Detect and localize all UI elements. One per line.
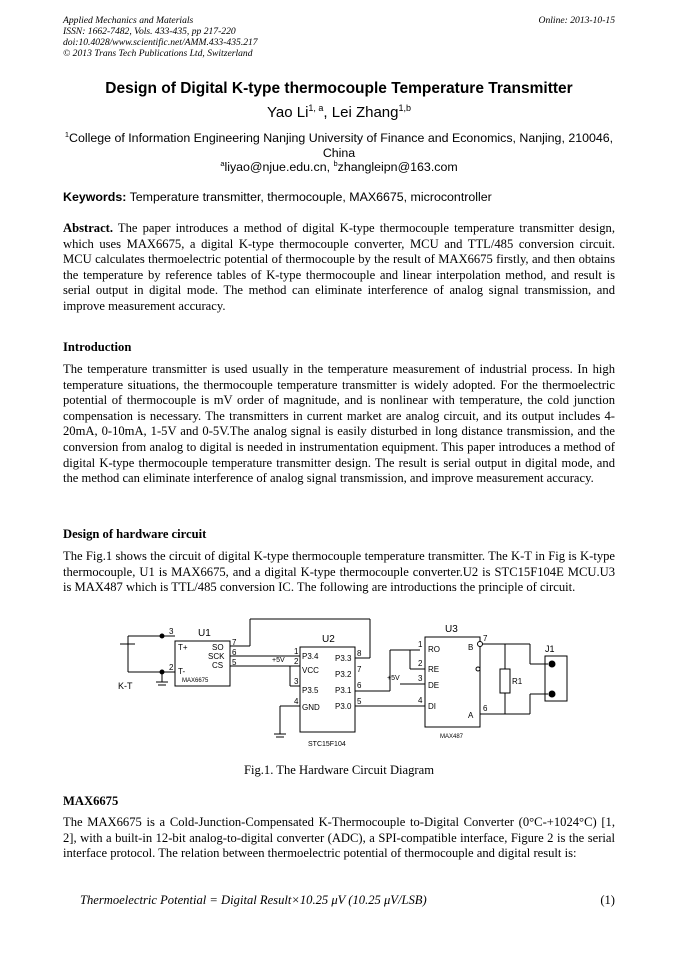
abstract-text: The paper introduces a method of digital…	[63, 221, 615, 313]
j1-label: J1	[545, 644, 555, 654]
u2-part: STC15F104	[308, 741, 346, 748]
author-line: Yao Li1, a, Lei Zhang1,b	[0, 103, 678, 122]
u2-pin-p33: P3.3	[335, 654, 352, 663]
u1-pin-tminus: T-	[178, 667, 185, 676]
u2-num-5: 5	[357, 697, 362, 706]
u2-label: U2	[322, 634, 335, 645]
abstract-label: Abstract.	[63, 221, 114, 235]
u3-box	[424, 636, 481, 728]
online-date: Online: 2013-10-15	[538, 15, 615, 26]
u1-part: MAX6675	[182, 678, 209, 684]
figure-caption: Fig.1. The Hardware Circuit Diagram	[243, 763, 435, 777]
email-a-sup: a	[220, 158, 225, 168]
u1-box	[174, 640, 231, 687]
abstract: Abstract. The paper introduces a method …	[63, 221, 615, 315]
affiliation: 1College of Information Engineering Nanj…	[63, 131, 615, 161]
circuit-diagram: U1 U2 U3 J1 R1 K-T MAX6675 STC15F104 MAX…	[118, 618, 568, 748]
u1-label: U1	[198, 628, 211, 639]
u3-pin-a-label: A	[468, 711, 474, 720]
paper-title: Design of Digital K-type thermocouple Te…	[105, 80, 573, 97]
equation-number: (1)	[600, 893, 615, 907]
u1-num-7: 7	[232, 638, 237, 647]
plus5v-u2: +5V	[272, 657, 285, 664]
u3-pin-re: RE	[428, 665, 439, 674]
affiliation-text: College of Information Engineering Nanji…	[69, 131, 614, 160]
u2-num-4: 4	[294, 697, 299, 706]
u1-num-6: 6	[232, 648, 237, 657]
journal-name: Applied Mechanics and Materials	[63, 15, 194, 26]
u1-pin-cs: CS	[212, 661, 223, 670]
u1-num-5: 5	[232, 658, 237, 667]
author-1: Yao Li	[266, 104, 309, 121]
u2-pin-p35: P3.5	[302, 686, 319, 695]
max6675-heading: MAX6675	[63, 794, 119, 808]
issn-line: ISSN: 1662-7482, Vols. 433-435, pp 217-2…	[63, 26, 236, 37]
keywords-label: Keywords:	[63, 190, 127, 204]
u3-label: U3	[445, 624, 458, 635]
author-1-sup: 1, a	[308, 103, 324, 113]
u2-pin-vcc: VCC	[302, 666, 319, 675]
u2-pin-p34: P3.4	[302, 652, 319, 661]
u3-num-1: 1	[418, 640, 423, 649]
u2-num-6: 6	[357, 681, 362, 690]
copyright-line: © 2013 Trans Tech Publications Ltd, Swit…	[63, 48, 253, 59]
hardware-heading: Design of hardware circuit	[63, 527, 207, 541]
u1-pin-so: SO	[212, 643, 224, 652]
author-2-sup: 1,b	[398, 103, 411, 113]
affiliation-sup: 1	[64, 129, 69, 139]
u2-box	[299, 646, 356, 733]
max6675-paragraph: The MAX6675 is a Cold-Junction-Compensat…	[63, 815, 615, 861]
u2-num-2: 2	[294, 657, 299, 666]
intro-heading: Introduction	[63, 340, 132, 354]
u3-pin-inv	[475, 666, 481, 672]
email-line: aliyao@njue.edu.cn, bzhangleipn@163.com	[0, 160, 678, 174]
u2-num-8: 8	[357, 649, 362, 658]
kt-label: K-T	[118, 681, 133, 691]
r1-label: R1	[512, 677, 523, 686]
u2-pin-p32: P3.2	[335, 670, 352, 679]
j1-connector	[544, 655, 568, 702]
equation-1: Thermoelectric Potential = Digital Resul…	[80, 893, 615, 908]
author-2: Lei Zhang	[331, 104, 399, 121]
plus5v-u3: +5V	[387, 675, 400, 682]
u2-num-7: 7	[357, 665, 362, 674]
u2-num-3: 3	[294, 677, 299, 686]
doi-line: doi:10.4028/www.scientific.net/AMM.433-4…	[63, 37, 258, 48]
u1-num-2: 2	[169, 663, 174, 672]
u1-num-3: 3	[169, 627, 174, 636]
equation-text: Thermoelectric Potential = Digital Resul…	[80, 893, 427, 907]
u3-pin-de: DE	[428, 681, 439, 690]
u3-pin-b-label: B	[468, 643, 473, 652]
u1-pin-tplus: T+	[178, 643, 188, 652]
hardware-paragraph: The Fig.1 shows the circuit of digital K…	[63, 549, 615, 595]
u3-pin-b	[477, 641, 483, 647]
u3-num-3: 3	[418, 674, 423, 683]
u2-pin-p31: P3.1	[335, 686, 352, 695]
u3-part: MAX487	[440, 734, 464, 740]
u1-pin-sck: SCK	[208, 652, 225, 661]
u3-pin-ro: RO	[428, 645, 440, 654]
u3-num-2: 2	[418, 659, 423, 668]
u3-num-6: 6	[483, 704, 488, 713]
u3-num-7: 7	[483, 634, 488, 643]
keywords-text: Temperature transmitter, thermocouple, M…	[126, 190, 492, 204]
j1-pin	[548, 690, 556, 698]
email-b: zhangleipn@163.com	[337, 160, 458, 174]
journal-header: Applied Mechanics and Materials ISSN: 16…	[63, 15, 615, 59]
keywords: Keywords: Temperature transmitter, therm…	[63, 190, 492, 204]
node-dot	[159, 633, 165, 639]
j1-pin	[548, 660, 556, 668]
u2-pin-p30: P3.0	[335, 702, 352, 711]
u3-pin-di: DI	[428, 702, 436, 711]
email-b-sup: b	[333, 158, 338, 168]
u3-num-4: 4	[418, 696, 423, 705]
u2-pin-gnd: GND	[302, 703, 320, 712]
email-a: liyao@njue.edu.cn,	[224, 160, 334, 174]
u2-num-1: 1	[294, 647, 299, 656]
author-sep: ,	[323, 104, 332, 121]
intro-paragraph: The temperature transmitter is used usua…	[63, 362, 615, 486]
r1-resistor	[499, 668, 511, 694]
